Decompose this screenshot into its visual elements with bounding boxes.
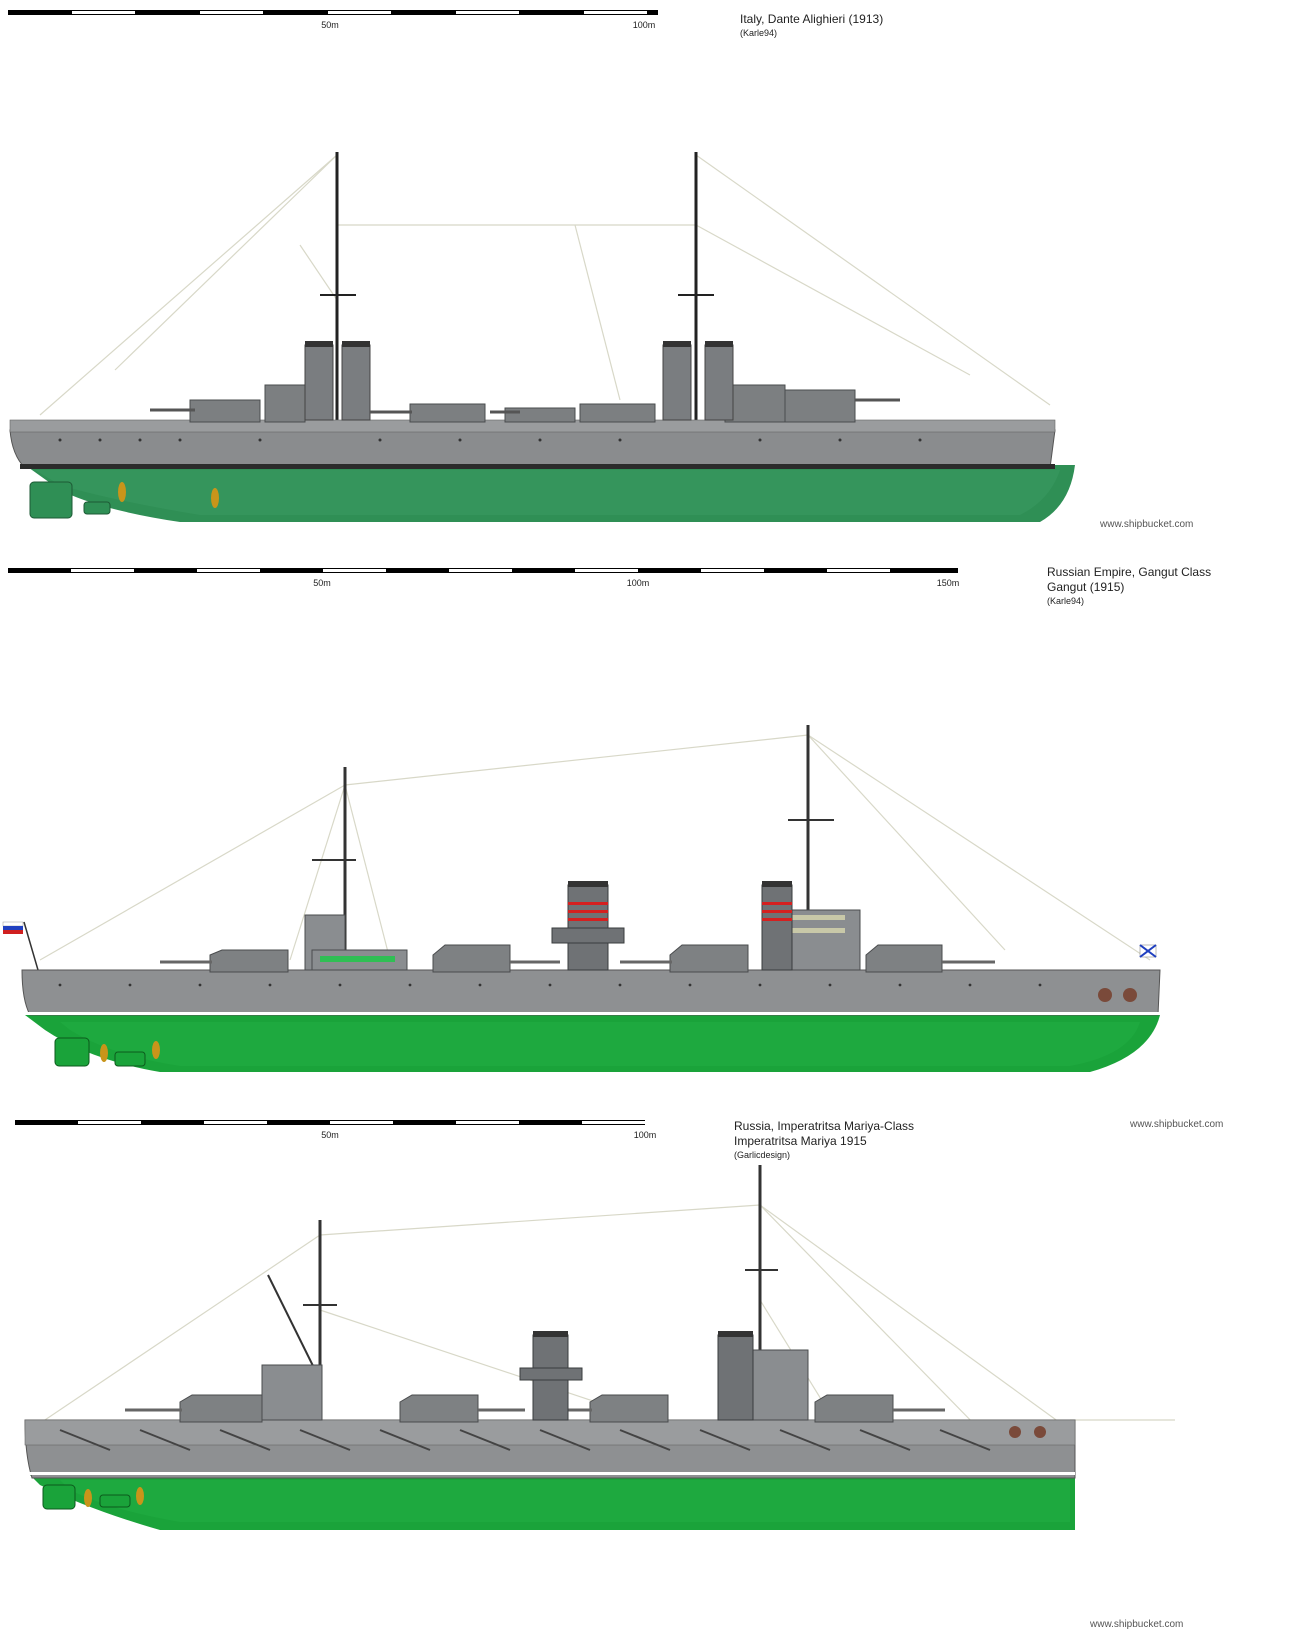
imperatritsa-mariya-profile bbox=[24, 1165, 1175, 1530]
watermark: www.shipbucket.com bbox=[1130, 1119, 1224, 1130]
russian-flag-icon bbox=[2, 921, 39, 971]
ship-title-line1: Russia, Imperatritsa Mariya-Class bbox=[734, 1119, 915, 1133]
scale-tick-100m: 100m bbox=[633, 1130, 657, 1140]
plate-imperatritsa-mariya: 50m 100m Russia, Imperatritsa Mariya-Cla… bbox=[0, 1110, 1306, 1636]
scale-tick-150m: 150m bbox=[936, 578, 960, 588]
scale-tick-50m: 50m bbox=[313, 578, 331, 588]
scale-tick-50m: 50m bbox=[321, 20, 339, 30]
ship-label: Russian Empire, Gangut Class Gangut (191… bbox=[1047, 565, 1211, 607]
scale-tick-100m: 100m bbox=[626, 578, 650, 588]
plate-gangut: 50m 100m 150m Russian Empire, Gangut Cla… bbox=[0, 560, 1306, 1085]
ship-title-line2: Gangut (1915) bbox=[1047, 580, 1125, 594]
ship-credit: (Karle94) bbox=[740, 28, 778, 38]
scale-bar: 50m 100m bbox=[8, 10, 658, 34]
dante-alighieri-profile bbox=[9, 152, 1075, 522]
ship-label: Italy, Dante Alighieri (1913) (Karle94) bbox=[740, 12, 883, 39]
watermark: www.shipbucket.com bbox=[1100, 519, 1194, 530]
ship-credit: (Karle94) bbox=[1047, 596, 1085, 606]
scale-bar: 50m 100m bbox=[15, 1120, 665, 1144]
ship-label: Russia, Imperatritsa Mariya-Class Impera… bbox=[734, 1119, 914, 1161]
ship-credit: (Garlicdesign) bbox=[734, 1150, 791, 1160]
scale-bar: 50m 100m 150m bbox=[8, 568, 963, 592]
scale-tick-100m: 100m bbox=[632, 20, 656, 30]
ship-title-line2: Imperatritsa Mariya 1915 bbox=[734, 1134, 867, 1148]
ship-title: Italy, Dante Alighieri (1913) bbox=[740, 12, 884, 26]
gangut-profile bbox=[2, 725, 1161, 1072]
scale-tick-50m: 50m bbox=[321, 1130, 339, 1140]
footer-watermark: www.shipbucket.com bbox=[1090, 1619, 1184, 1630]
naval-ensign-icon bbox=[1139, 944, 1157, 958]
plate-dante-alighieri: 50m 100m Italy, Dante Alighieri (1913) (… bbox=[0, 0, 1306, 540]
ship-title-line1: Russian Empire, Gangut Class bbox=[1047, 565, 1212, 579]
